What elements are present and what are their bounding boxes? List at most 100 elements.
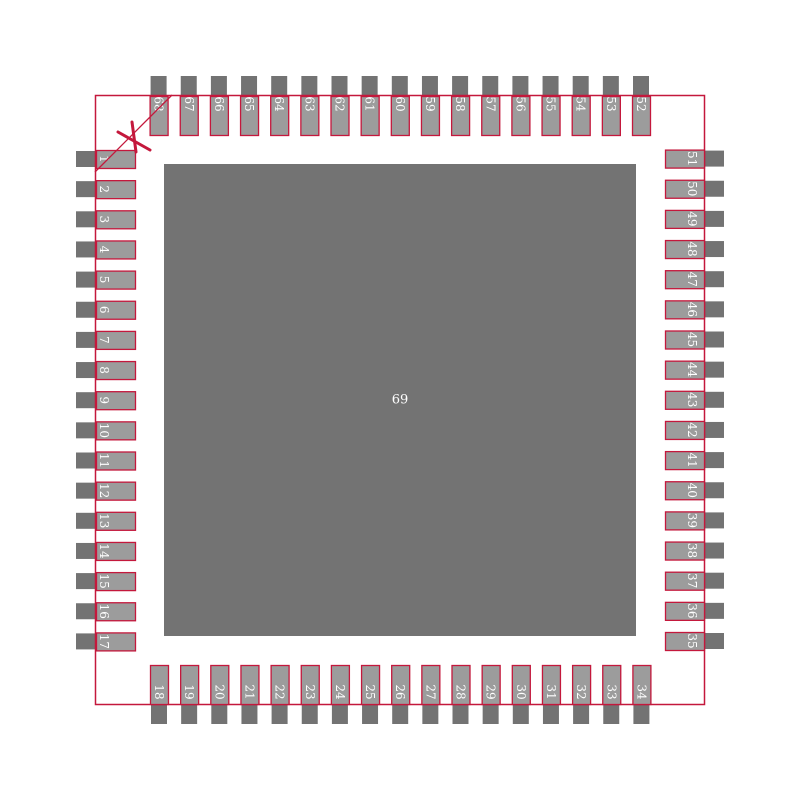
pad-24 [330,664,351,706]
pad-14 [95,541,137,562]
pin-terminal-7 [76,331,98,348]
pad-label-47: 47 [685,272,699,287]
pad-56 [511,95,531,137]
pad-39 [664,511,706,531]
pad-40 [664,481,706,501]
pad-50 [664,179,706,199]
pin-terminal-48 [702,241,724,258]
pad-label-23: 23 [303,684,317,699]
pin-terminal-29 [482,702,499,724]
pin-terminal-38 [702,542,724,559]
pin-terminal-21 [241,702,258,724]
pin-terminal-10 [76,422,98,439]
pin-terminal-61 [361,76,378,98]
pin-terminal-27 [422,702,439,724]
pad-label-63: 63 [302,96,316,111]
pad-label-42: 42 [685,422,699,437]
pad-label-5: 5 [97,276,111,284]
pad-label-68: 68 [152,96,166,111]
pad-42 [664,420,706,441]
pin-terminal-2 [76,181,98,198]
pin-terminal-15 [76,573,98,590]
pad-label-4: 4 [97,246,111,254]
pin-terminal-22 [271,702,288,724]
pin-terminal-50 [702,180,724,197]
pad-43 [664,390,706,410]
pin-terminal-24 [331,702,348,724]
pad-4 [95,240,137,260]
pin-terminal-25 [362,702,379,724]
pad-label-30: 30 [514,684,528,699]
pin-terminal-14 [76,542,98,559]
pad-58 [450,95,471,137]
pad-27 [421,664,441,706]
pin-terminal-47 [702,271,724,288]
pad-label-20: 20 [212,684,226,699]
pin-terminal-17 [76,633,98,650]
pad-label-36: 36 [685,603,699,618]
pin-terminal-12 [76,482,98,499]
pad-66 [209,95,230,137]
pad-8 [95,360,137,381]
pad-label-2: 2 [97,185,111,193]
pad-label-41: 41 [685,452,699,467]
pad-29 [481,664,501,706]
pad-51 [664,149,706,169]
pin-terminal-1 [76,151,98,167]
pin-terminal-65 [241,76,258,98]
pad-55 [541,95,561,137]
pad-30 [511,664,531,706]
pin-terminal-33 [603,702,620,724]
pin-terminal-31 [542,702,559,724]
pad-5 [95,270,137,290]
pin-terminal-51 [702,150,724,167]
pad-38 [664,541,706,561]
pin-terminal-56 [512,76,529,98]
pin-terminal-43 [702,391,724,408]
pin-terminal-40 [702,482,724,499]
pad-label-22: 22 [273,684,287,699]
pad-label-62: 62 [333,96,347,111]
pad-6 [95,300,137,320]
pad-label-46: 46 [685,302,699,317]
pad-2 [95,179,137,200]
pin-terminal-3 [76,211,98,228]
pad-label-56: 56 [513,96,527,111]
pad-46 [664,300,706,320]
pad-label-59: 59 [423,96,437,111]
pad-3 [95,210,137,230]
pin-terminal-16 [76,603,98,620]
pad-label-57: 57 [483,96,497,111]
pad-label-67: 67 [182,96,196,111]
pad-53 [601,95,621,137]
pad-label-18: 18 [152,684,166,699]
pad-label-60: 60 [393,96,407,111]
pad-16 [95,602,137,622]
pin-terminal-54 [572,76,589,98]
pin-terminal-63 [301,76,318,98]
exposed-pad-group: 69 [164,164,636,636]
pad-49 [664,209,706,230]
pin1-cross-stroke-b [130,120,138,154]
pad-label-65: 65 [242,96,256,111]
pad-9 [95,391,137,411]
pad-48 [664,239,706,260]
pin-terminal-34 [633,702,650,724]
pad-label-28: 28 [454,684,468,699]
pin-terminal-9 [76,392,98,409]
pad-12 [95,481,137,501]
pad-label-14: 14 [97,543,111,559]
pin-terminal-4 [76,241,98,258]
pin-terminal-60 [391,76,408,98]
pin-terminal-59 [421,76,438,98]
pad-7 [95,330,137,351]
pad-62 [330,95,350,137]
pad-label-52: 52 [634,96,648,111]
pad-label-7: 7 [97,336,111,344]
pad-label-31: 31 [544,684,558,699]
pin-terminal-46 [702,301,724,318]
pin-terminal-5 [76,271,98,288]
pad-label-45: 45 [685,332,699,347]
pad-label-8: 8 [97,366,111,374]
pad-label-49: 49 [685,211,699,226]
